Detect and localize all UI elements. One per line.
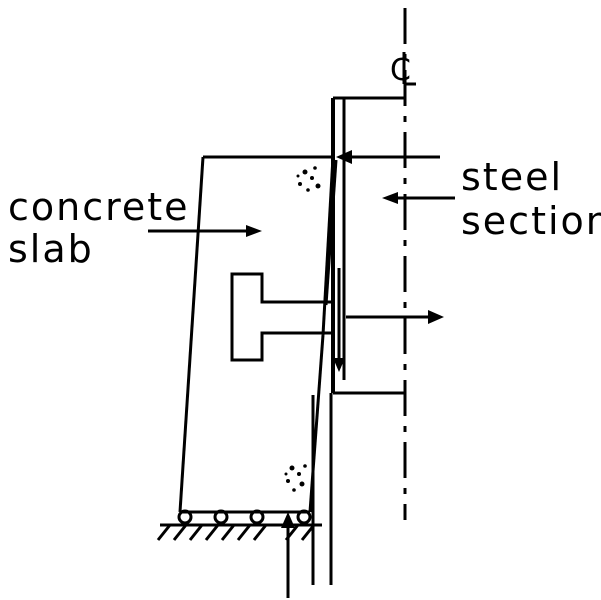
roller-support	[156, 509, 322, 541]
steel-leader-arrow	[382, 192, 455, 204]
web-shear-arrow	[333, 268, 345, 372]
concrete-label-line2: slab	[8, 227, 94, 271]
svg-text:C: C	[390, 53, 411, 88]
steel-web-extension	[311, 393, 333, 585]
centerline-symbol: C	[390, 52, 416, 88]
tension-force-arrow	[346, 310, 444, 324]
concrete-label-line1: concrete	[8, 185, 190, 229]
reaction-force-arrow	[281, 512, 295, 598]
steel-label-line1: steel	[461, 155, 563, 199]
shear-connector	[230, 272, 335, 362]
concrete-leader-arrow	[148, 225, 262, 237]
crushed-concrete-top	[296, 166, 321, 192]
crushed-concrete-bottom	[284, 464, 307, 492]
steel-label-line2: section	[461, 199, 601, 243]
compression-force-arrow	[336, 150, 440, 164]
steel-section	[331, 96, 405, 395]
